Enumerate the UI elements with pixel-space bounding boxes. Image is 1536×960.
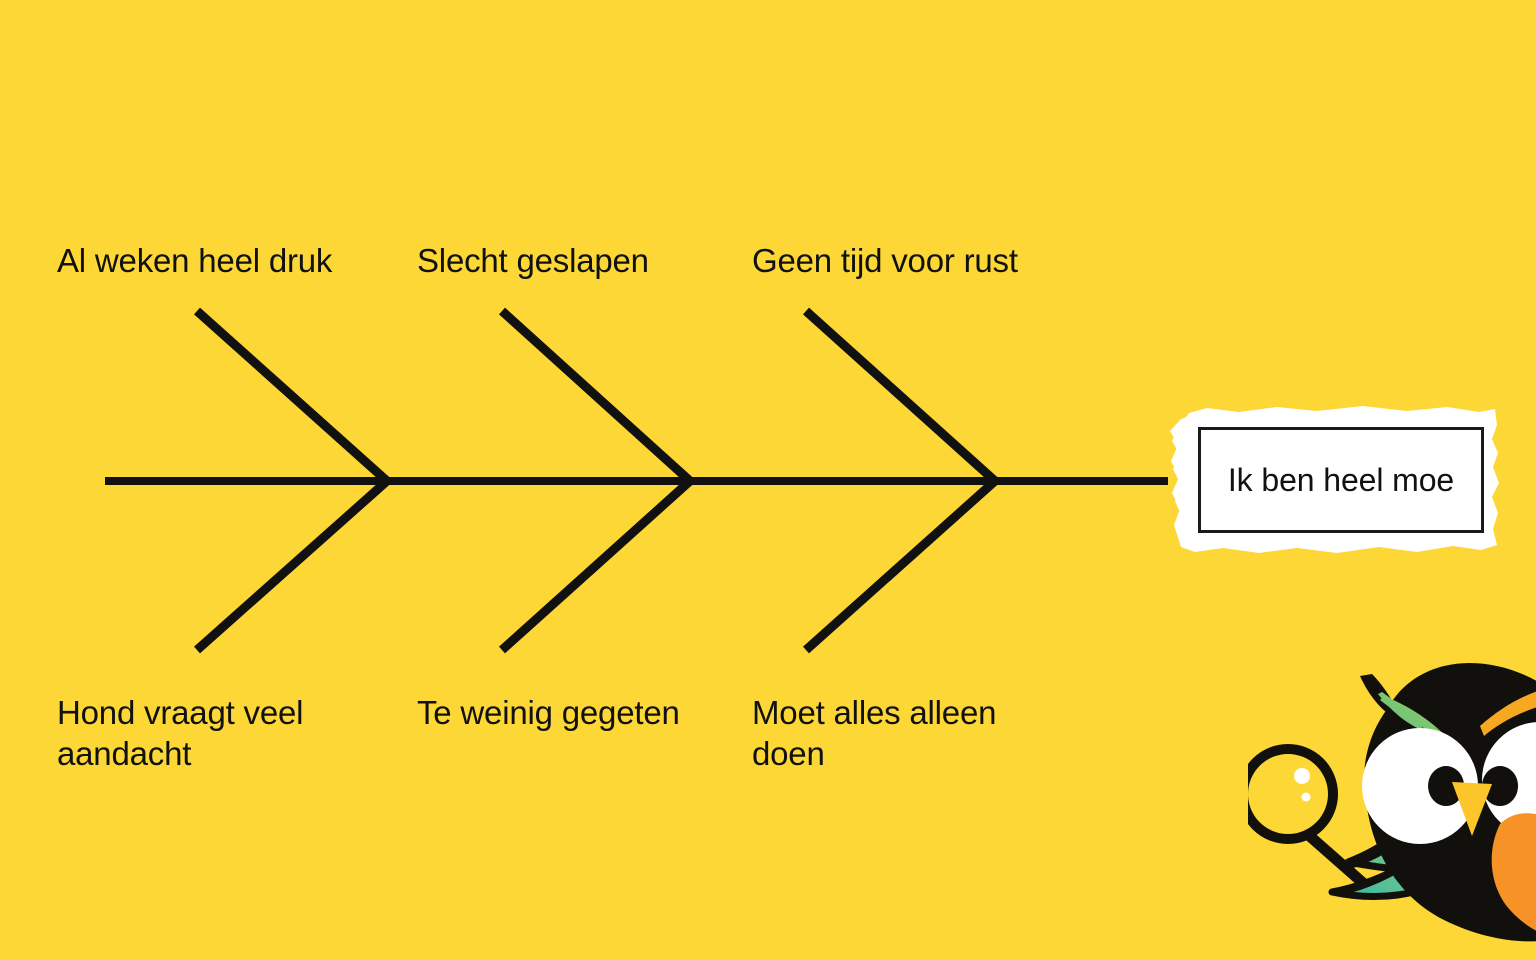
cause-label-top-3: Geen tijd voor rust xyxy=(752,242,1018,279)
rib-bottom-2 xyxy=(498,477,694,654)
rib-bottom-1 xyxy=(194,477,390,654)
rib-top-2 xyxy=(498,307,694,485)
cause-label-bottom-1: Hond vraagt veel aandacht xyxy=(57,694,304,772)
rib-top-3 xyxy=(802,307,999,485)
effect-label: Ik ben heel moe xyxy=(1227,462,1455,498)
effect-box: Ik ben heel moe xyxy=(1198,427,1484,533)
cause-label-top-1: Al weken heel druk xyxy=(57,242,333,279)
rib-bottom-3 xyxy=(803,477,998,654)
effect-head: Ik ben heel moe xyxy=(1167,405,1501,555)
cause-label-bottom-2: Te weinig gegeten xyxy=(417,694,680,731)
cause-label-top-2: Slecht geslapen xyxy=(417,242,649,279)
cause-label-bottom-3: Moet alles alleen doen xyxy=(752,694,997,772)
rib-top-1 xyxy=(193,307,391,485)
